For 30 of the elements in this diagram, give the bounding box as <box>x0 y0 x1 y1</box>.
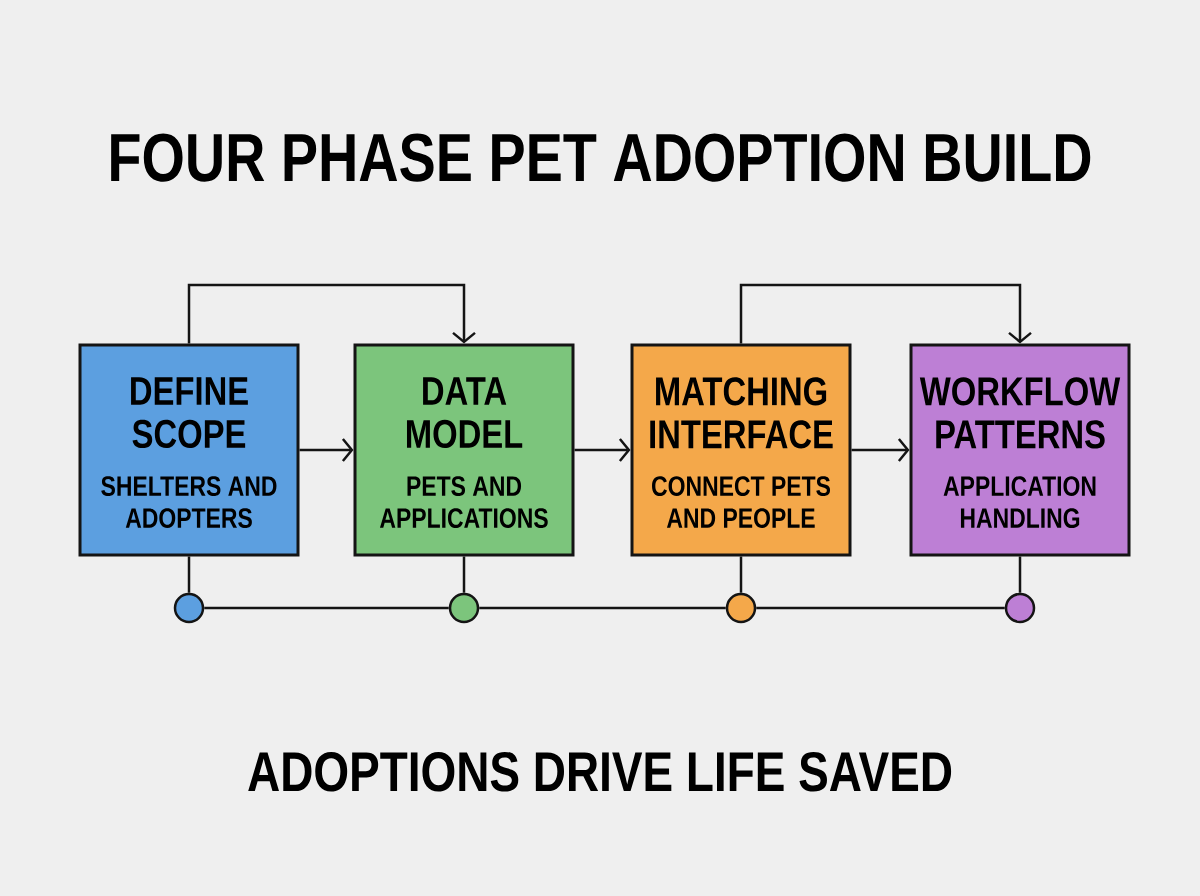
box-heading: WORKFLOW PATTERNS <box>919 377 1121 449</box>
process-box <box>909 343 1131 557</box>
connector-line <box>204 606 449 610</box>
connector-line <box>462 556 466 593</box>
connector-line <box>479 606 726 610</box>
connector-line <box>187 556 191 593</box>
box-subtitle: CONNECT PETS AND PEOPLE <box>652 476 830 528</box>
process-box <box>353 343 575 557</box>
box-subtitle: PETS AND APPLICATIONS <box>379 476 548 528</box>
connector-line <box>756 606 1005 610</box>
arrow <box>851 438 910 462</box>
arrow <box>187 283 476 344</box>
circle-marker <box>1004 592 1036 624</box>
arrow <box>574 438 631 462</box>
arrow <box>299 438 354 462</box>
caption: ADOPTIONS DRIVE LIFE SAVED <box>248 751 952 792</box>
box-heading: DATA MODEL <box>407 377 523 449</box>
circle-marker <box>173 592 205 624</box>
circle-marker <box>725 592 757 624</box>
arrow <box>739 283 1032 344</box>
title: FOUR PHASE PET ADOPTION BUILD <box>111 133 1091 182</box>
box-subtitle: SHELTERS AND ADOPTERS <box>101 476 277 528</box>
process-box <box>630 343 852 557</box>
box-heading: DEFINE SCOPE <box>131 377 248 449</box>
connector-line <box>1018 556 1022 593</box>
process-box <box>78 343 300 557</box>
box-heading: MATCHING INTERFACE <box>650 377 833 449</box>
connector-line <box>739 556 743 593</box>
box-subtitle: APPLICATION HANDLING <box>943 476 1096 528</box>
circle-marker <box>448 592 480 624</box>
